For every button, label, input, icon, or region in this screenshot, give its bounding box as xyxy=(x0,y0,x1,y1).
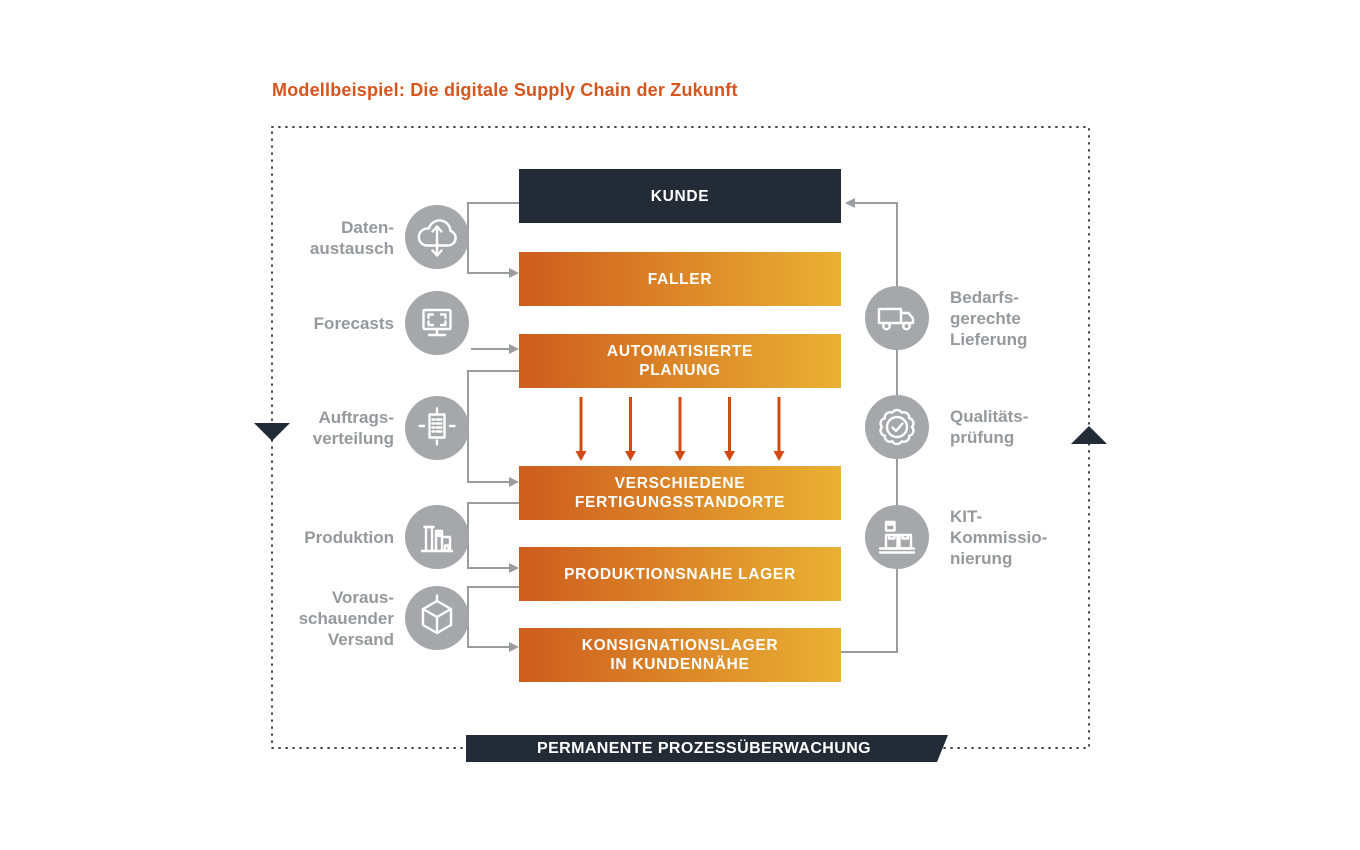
label-auftragsverteilung: Auftrags- verteilung xyxy=(312,408,394,448)
planning-arrowheads xyxy=(575,451,785,461)
label-bedarfsgerechte-lieferung: Bedarfs- gerechte Lieferung xyxy=(950,288,1028,349)
forecast-monitor-icon xyxy=(405,291,469,355)
box-produktionsnahe-lager: PRODUKTIONSNAHE LAGER xyxy=(519,547,841,601)
order-distribution-icon xyxy=(405,396,469,460)
delivery-truck-icon xyxy=(865,286,929,350)
label-produktion: Produktion xyxy=(304,528,394,547)
frame-arrow-down-icon xyxy=(254,423,290,441)
planning-arrows xyxy=(579,397,781,452)
box-konsignationslager: KONSIGNATIONSLAGER IN KUNDENNÄHE xyxy=(519,628,841,682)
left-connector-arrowheads xyxy=(509,268,519,652)
label-forecasts: Forecasts xyxy=(313,314,394,333)
process-monitoring-banner: PERMANENTE PROZESSÜBERWACHUNG xyxy=(466,735,948,762)
cloud-sync-icon xyxy=(405,205,469,269)
label-datenaustausch: Daten- austausch xyxy=(309,218,394,258)
box-automatisierte-planung: AUTOMATISIERTE PLANUNG xyxy=(519,334,841,388)
diagram-title: Modellbeispiel: Die digitale Supply Chai… xyxy=(272,80,738,100)
label-qualitaetspruefung: Qualitäts- prüfung xyxy=(950,407,1029,447)
frame-arrow-up-icon xyxy=(1071,426,1107,444)
quality-badge-icon xyxy=(865,395,929,459)
right-connector-arrowhead xyxy=(845,198,855,208)
box-faller: FALLER xyxy=(519,252,841,306)
label-vorausschauender-versand: Voraus- schauender Versand xyxy=(298,588,394,649)
label-kit-kommissionierung: KIT- Kommissio- nierung xyxy=(950,507,1048,568)
box-kunde: KUNDE xyxy=(519,169,841,223)
factory-icon xyxy=(405,505,469,569)
shipping-cube-icon xyxy=(405,586,469,650)
kit-boxes-icon xyxy=(865,505,929,569)
box-fertigungsstandorte: VERSCHIEDENE FERTIGUNGSSTANDORTE xyxy=(519,466,841,520)
